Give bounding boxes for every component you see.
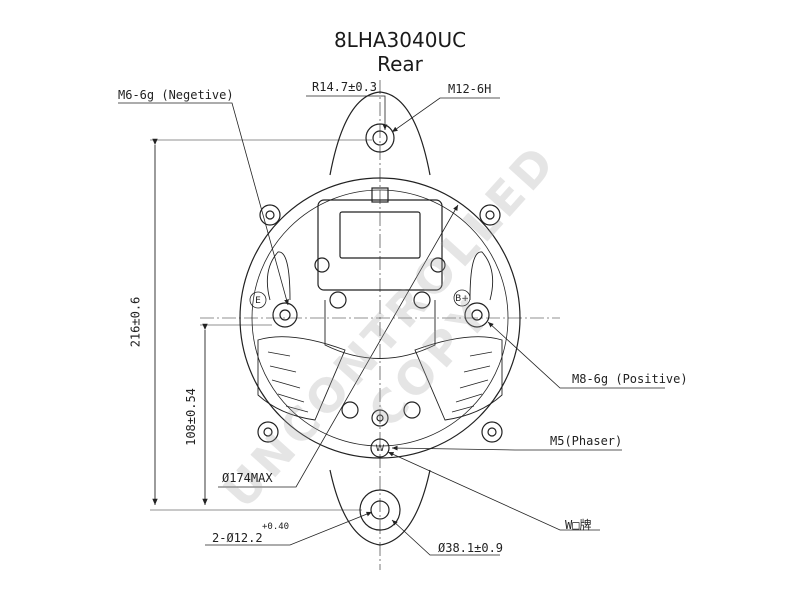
screw-bottom-left <box>257 421 279 443</box>
mark-b-plus: B+ <box>455 294 469 304</box>
mark-e: E <box>255 296 261 306</box>
label-positive: M8-6g (Positive) <box>572 372 688 386</box>
right-fins <box>414 336 503 421</box>
label-thread: M12-6H <box>448 82 492 96</box>
label-hole: 2-Ø12.2 <box>212 531 263 545</box>
leader-w <box>387 451 600 531</box>
label-dim-108: 108±0.54 <box>183 388 198 446</box>
screw-top-right <box>479 204 501 226</box>
label-negative: M6-6g (Negetive) <box>118 88 234 102</box>
label-w-terminal: W□牌 <box>565 518 592 532</box>
label-dim-216: 216±0.6 <box>128 296 143 348</box>
label-radius: R14.7±0.3 <box>312 80 378 94</box>
view-title: Rear <box>377 52 423 76</box>
leader-bore <box>391 519 500 556</box>
left-fins <box>257 336 346 421</box>
mark-w: W <box>376 444 385 454</box>
leader-negative <box>118 102 289 306</box>
label-bore: Ø38.1±0.9 <box>438 541 504 555</box>
leader-radius <box>306 95 388 130</box>
label-diameter-max: Ø174MAX <box>222 471 273 485</box>
leader-positive <box>487 321 665 389</box>
leader-phaser <box>391 445 622 451</box>
screw-top-left <box>259 204 281 226</box>
label-phaser: M5(Phaser) <box>550 434 623 448</box>
part-number-title: 8LHA3040UC <box>333 28 467 52</box>
screw-bottom-right <box>481 421 503 443</box>
leader-diameter <box>218 204 459 488</box>
rectifier-outline <box>324 300 436 359</box>
leader-thread <box>391 97 500 133</box>
leader-hole <box>205 511 373 546</box>
label-hole-tol: +0.40 <box>262 522 290 532</box>
negative-terminal <box>272 302 298 328</box>
positive-terminal <box>464 302 490 328</box>
